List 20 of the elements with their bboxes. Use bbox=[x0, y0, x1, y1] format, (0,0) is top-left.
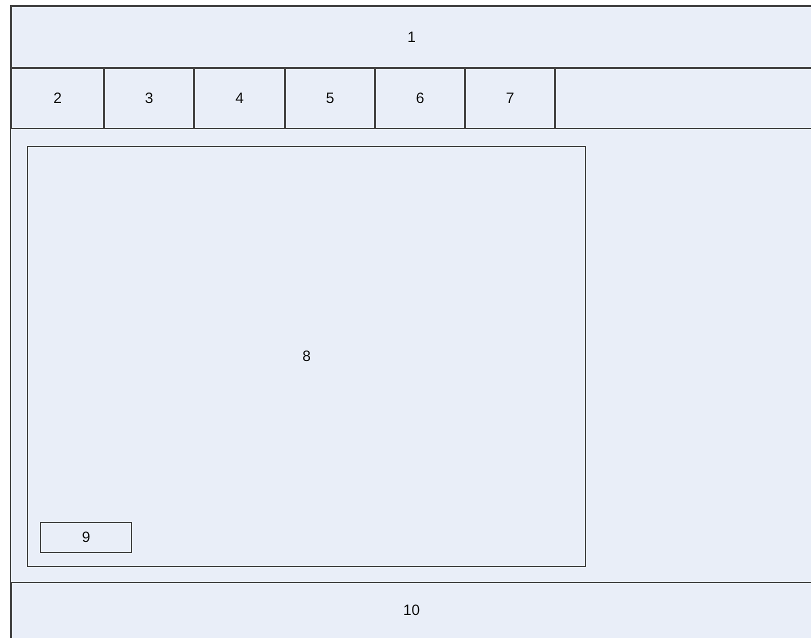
section-number: 9 bbox=[82, 529, 90, 546]
tab bbox=[375, 68, 465, 129]
section-number: 8 bbox=[302, 348, 311, 365]
section-number: 2 bbox=[53, 90, 62, 107]
small-box bbox=[40, 522, 132, 553]
section-number: 1 bbox=[407, 28, 416, 46]
footer-band bbox=[11, 582, 811, 638]
tab bbox=[194, 68, 285, 129]
tab bbox=[11, 68, 104, 129]
tab bbox=[104, 68, 194, 129]
section-number: 7 bbox=[506, 90, 514, 107]
header-band bbox=[11, 6, 811, 68]
section-number: 6 bbox=[416, 90, 424, 107]
section-number: 5 bbox=[326, 90, 334, 107]
tab bbox=[285, 68, 375, 129]
content-panel bbox=[27, 146, 586, 567]
section-number: 10 bbox=[403, 602, 420, 619]
section-number: 3 bbox=[144, 90, 154, 107]
tab bbox=[465, 68, 555, 129]
section-number: 4 bbox=[235, 90, 244, 107]
